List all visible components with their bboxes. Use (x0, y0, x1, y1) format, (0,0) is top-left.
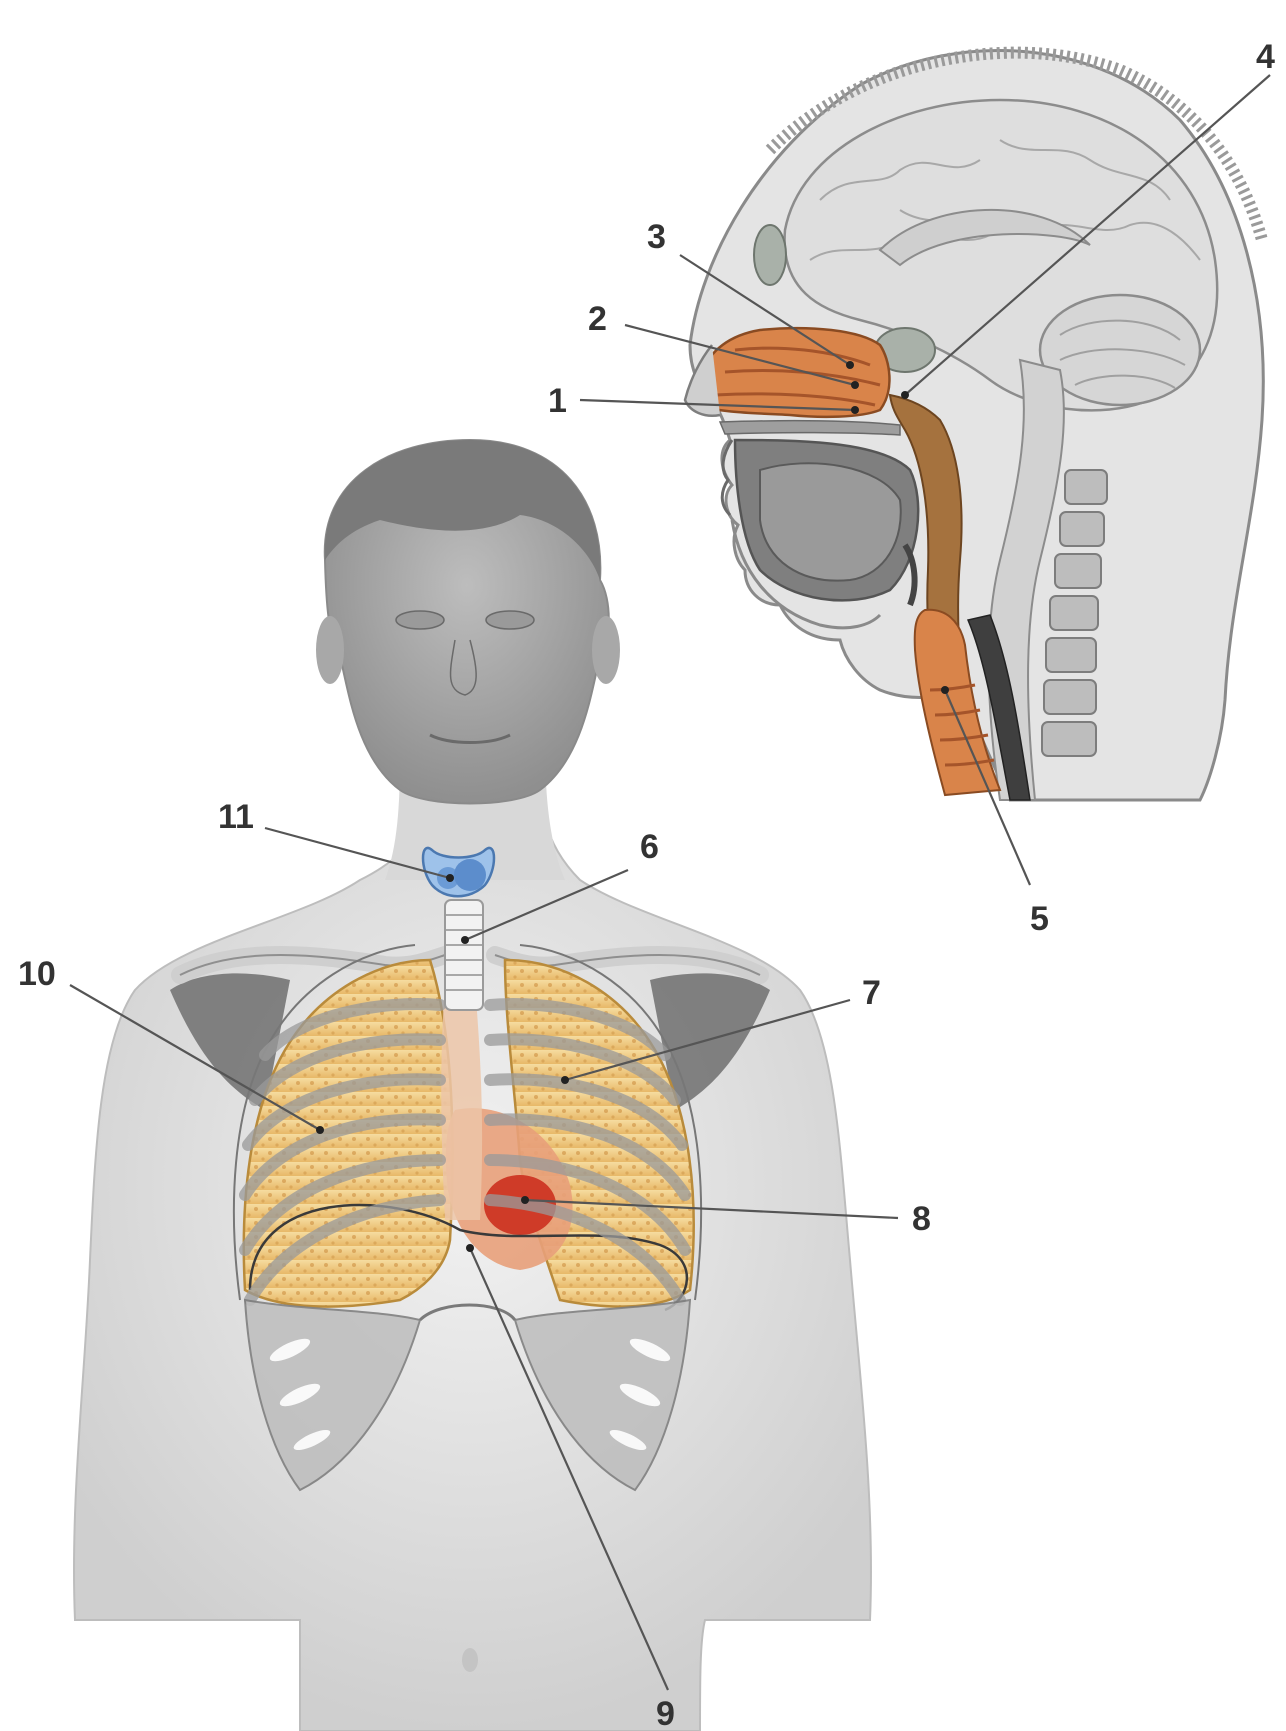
label-2: 2 (588, 300, 607, 338)
label-9: 9 (656, 1695, 675, 1731)
label-8: 8 (912, 1200, 931, 1238)
hard-palate (720, 421, 900, 435)
label-6: 6 (640, 828, 659, 866)
label-1: 1 (548, 382, 567, 420)
label-7: 7 (862, 974, 881, 1012)
mediastinum (441, 985, 482, 1220)
label-3: 3 (647, 218, 666, 256)
label-10: 10 (18, 955, 56, 993)
ear-left (316, 616, 344, 684)
navel (462, 1648, 478, 1672)
frontal-sinus (754, 225, 786, 285)
label-5: 5 (1030, 900, 1049, 938)
label-4: 4 (1256, 38, 1275, 76)
trachea (445, 900, 483, 1010)
ear-right (592, 616, 620, 684)
label-11: 11 (218, 798, 254, 836)
torso-figure (74, 440, 871, 1731)
sagittal-head-section (685, 50, 1263, 800)
